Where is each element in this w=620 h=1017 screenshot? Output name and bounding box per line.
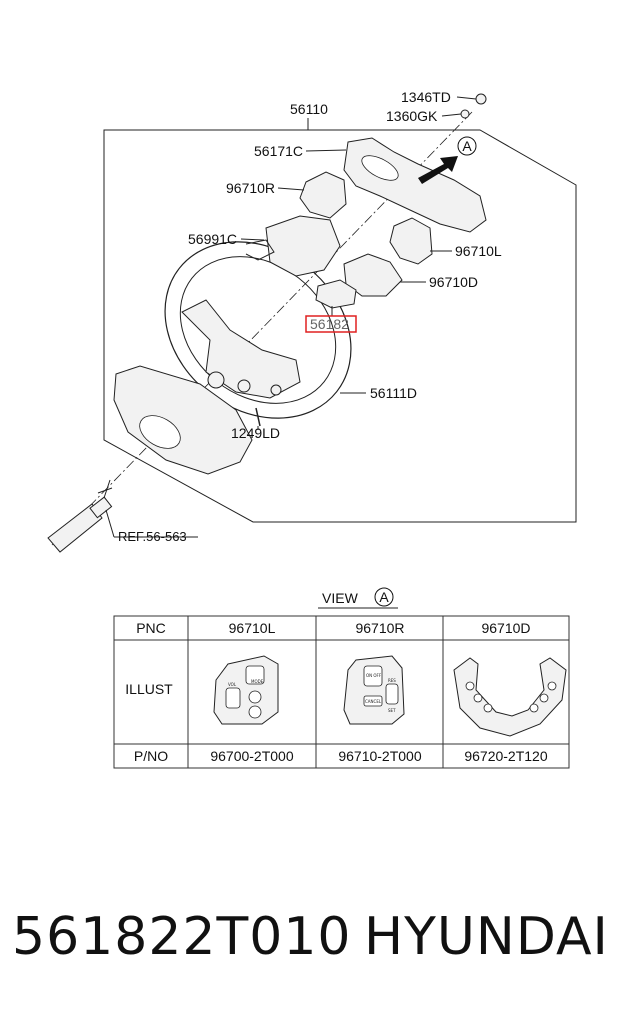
parts-table xyxy=(113,615,570,769)
part-96710r xyxy=(299,171,347,219)
table-pnc-col2: 96710R xyxy=(355,620,404,636)
svg-text:VOL: VOL xyxy=(228,682,237,687)
table-header-pno: P/NO xyxy=(134,748,168,764)
table-pno-col2: 96710-2T000 xyxy=(338,748,422,764)
callout-56991c: 56991C xyxy=(188,231,237,247)
table-pnc-col3: 96710D xyxy=(481,620,530,636)
part-1360gk-washer xyxy=(460,109,470,119)
center-axis-line xyxy=(51,111,473,546)
callout-56111d: 56111D xyxy=(370,385,417,401)
lower-cover xyxy=(113,365,253,475)
callout-1346td: 1346TD xyxy=(401,89,451,105)
callout-56182: 56182 xyxy=(310,316,349,332)
callout-96710r: 96710R xyxy=(226,180,275,196)
view-a-marker-label: A xyxy=(462,138,472,154)
svg-text:ON OFF: ON OFF xyxy=(366,673,382,678)
part-1346td-nut xyxy=(475,93,487,105)
callout-1360gk: 1360GK xyxy=(386,108,438,124)
view-caption-marker: A xyxy=(379,589,389,605)
illust-switch-96710l: MODE VOL xyxy=(213,655,279,725)
footer-band xyxy=(0,850,620,1017)
svg-text:CANCEL: CANCEL xyxy=(365,699,382,704)
svg-text:SET: SET xyxy=(388,708,396,713)
table-pno-col3: 96720-2T120 xyxy=(464,748,548,764)
callout-1249ld: 1249LD xyxy=(231,425,280,441)
part-1249ld-screw xyxy=(255,407,261,427)
illust-switch-96710r: ON OFF CANCEL SET RES xyxy=(343,655,405,725)
table-header-pnc: PNC xyxy=(136,620,166,636)
steering-column xyxy=(47,479,113,553)
callout-56171c: 56171C xyxy=(254,143,303,159)
callout-ref-56-563: REF.56-563 xyxy=(118,529,187,544)
leader-lines xyxy=(105,96,477,538)
part-56182 xyxy=(315,279,357,309)
footer-brand: HYUNDAI xyxy=(364,907,609,967)
steering-wheel xyxy=(164,241,352,419)
exploded-parts-diagram: A 56110 1346TD 1360GK 56171C 96710R 5699… xyxy=(47,89,577,769)
assembly-boundary xyxy=(103,129,577,523)
svg-text:MODE: MODE xyxy=(251,679,264,684)
callout-96710l: 96710L xyxy=(455,243,502,259)
table-header-illust: ILLUST xyxy=(125,681,173,697)
highlight-box-56182 xyxy=(305,315,357,333)
part-96710l xyxy=(389,217,433,265)
part-56991c xyxy=(265,215,341,277)
view-caption: VIEW xyxy=(322,590,359,606)
callout-96710d: 96710D xyxy=(429,274,478,290)
view-a-arrow: A xyxy=(418,136,477,184)
illust-switch-96710d xyxy=(453,657,567,737)
table-pno-col1: 96700-2T000 xyxy=(210,748,294,764)
table-pnc-col1: 96710L xyxy=(229,620,276,636)
callout-56110: 56110 xyxy=(290,101,328,117)
view-caption-marker-circle xyxy=(374,587,394,607)
svg-text:RES: RES xyxy=(388,678,396,683)
footer-part-number: 561822T010 xyxy=(12,907,352,967)
